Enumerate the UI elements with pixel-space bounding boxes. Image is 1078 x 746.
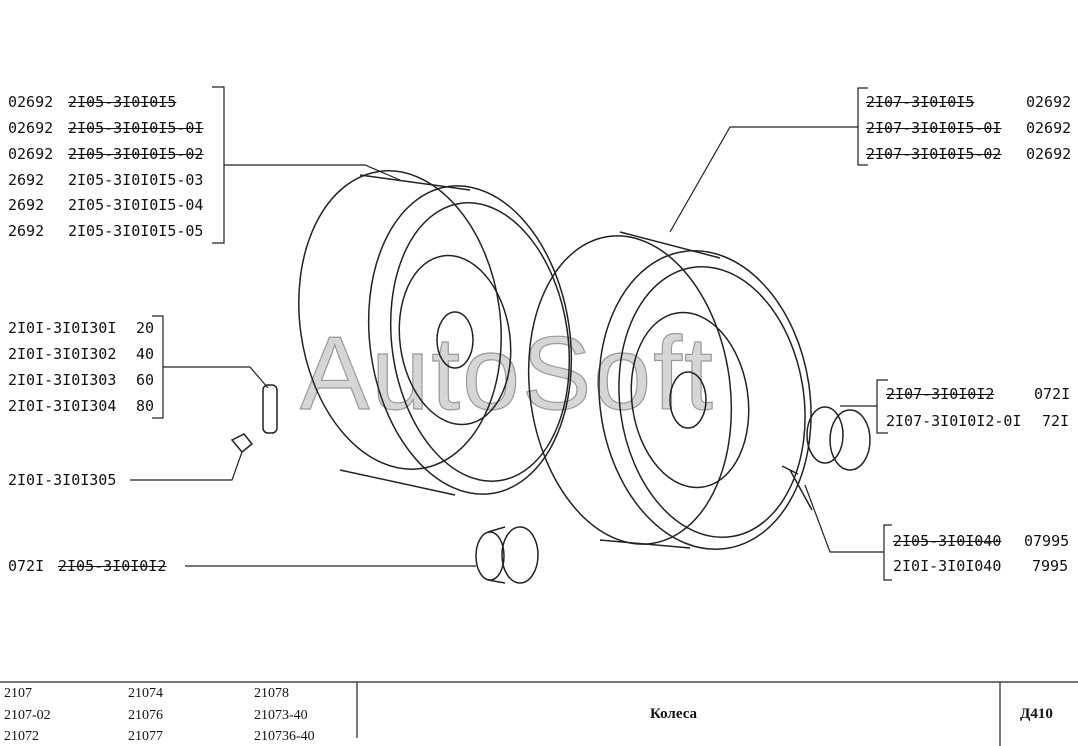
qty: 02692: [1026, 119, 1072, 137]
qty: 40: [136, 345, 155, 363]
qty: 80: [136, 397, 155, 415]
left-wheel: [298, 170, 573, 496]
model: 21073-40: [254, 708, 308, 723]
part-number: 2I05-3I0I0I5-04: [68, 196, 204, 214]
qty: 2692: [8, 171, 45, 189]
cap-left-qty: 072I: [8, 557, 45, 575]
qty: 2692: [8, 222, 45, 240]
page-code: Д410: [1020, 706, 1053, 722]
model: 2107: [4, 686, 32, 701]
part-number: 2I0I-3I0I30I: [8, 319, 117, 337]
qty: 72I: [1042, 412, 1070, 430]
part-number: 2I07-3I0I0I2: [886, 385, 995, 403]
part-number: 2I07-3I0I0I5-0I: [866, 119, 1002, 137]
part-number: 2I05-3I0I0I5: [68, 93, 177, 111]
model: 210736-40: [254, 729, 315, 744]
qty: 07995: [1024, 532, 1070, 550]
model: 2107-02: [4, 708, 51, 723]
part-number: 2I05-3I0I0I5-05: [68, 222, 204, 240]
qty: 02692: [8, 119, 54, 137]
cap-left-part-number: 2I05-3I0I0I2: [58, 557, 167, 575]
model: 21074: [128, 686, 163, 701]
qty: 072I: [1034, 385, 1071, 403]
small-parts: [230, 384, 871, 584]
part-number: 2I05-3I0I040: [893, 532, 1002, 550]
part-number: 2I0I-3I0I303: [8, 371, 117, 389]
qty: 02692: [8, 93, 54, 111]
model: 21076: [128, 708, 163, 723]
model: 21072: [4, 729, 39, 744]
right-wheel: [527, 231, 812, 551]
part-number: 2I0I-3I0I040: [893, 557, 1002, 575]
part-number: 2I05-3I0I0I5-02: [68, 145, 204, 163]
part-number: 2I0I-3I0I304: [8, 397, 117, 415]
model: 21078: [254, 686, 289, 701]
part-number: 2I05-3I0I0I5-0I: [68, 119, 204, 137]
qty: 02692: [1026, 93, 1072, 111]
page-title: Колеса: [650, 706, 698, 722]
part-number: 2I05-3I0I0I5-03: [68, 171, 204, 189]
part-number: 2I07-3I0I0I2-0I: [886, 412, 1022, 430]
part-number: 2I07-3I0I0I5-02: [866, 145, 1002, 163]
leader-lines: [0, 86, 1078, 746]
qty: 02692: [8, 145, 54, 163]
part-number: 2I0I-3I0I302: [8, 345, 117, 363]
qty: 2692: [8, 196, 45, 214]
part-number: 2I07-3I0I0I5: [866, 93, 975, 111]
clip-part-number: 2I0I-3I0I305: [8, 471, 117, 489]
qty: 02692: [1026, 145, 1072, 163]
qty: 60: [136, 371, 155, 389]
qty: 7995: [1032, 557, 1069, 575]
qty: 20: [136, 319, 155, 337]
model: 21077: [128, 729, 163, 744]
